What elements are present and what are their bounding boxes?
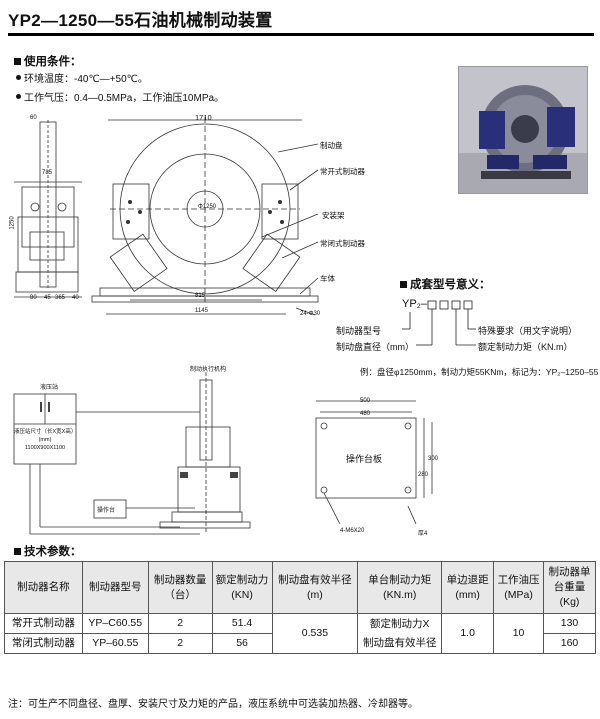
product-photo <box>458 66 588 194</box>
hydraulic-station-label: 液压站 <box>40 385 59 391</box>
cell-retreat: 1.0 <box>441 613 495 654</box>
square-bullet-icon <box>400 280 407 288</box>
header-qty: 制动器数量（台） <box>147 561 213 614</box>
dim-45: 45 <box>44 295 51 301</box>
plate-label: 操作台板 <box>346 454 383 464</box>
header-pressure: 工作油压(MPa) <box>493 561 545 614</box>
plate-dim-500: 500 <box>360 398 371 404</box>
cell-name: 常闭式制动器 <box>4 633 83 654</box>
hydraulic-size-block: 液压站尺寸（长X宽X高） (mm) 1100X900X1100 <box>14 428 76 452</box>
brake-photo-illustration <box>459 67 587 193</box>
header-force: 额定制动力(KN) <box>211 561 273 614</box>
cell-model: YP–C60.55 <box>81 613 149 634</box>
plate-dim-300: 300 <box>428 456 439 462</box>
cell-pressure: 10 <box>493 613 545 654</box>
model-meaning-heading: 成套型号意义： <box>400 276 491 292</box>
cell-qty: 2 <box>147 613 213 634</box>
hydraulic-size-label: 液压站尺寸（长X宽X高） <box>14 429 77 435</box>
cell-force: 51.4 <box>211 613 273 634</box>
header-name: 制动器名称 <box>4 561 83 614</box>
mechanism-label: 制动执行机构 <box>190 367 227 373</box>
dim-1250: 1250 <box>9 216 16 230</box>
bullet-icon <box>16 94 21 99</box>
table-row: 常闭式制动器 YP–60.55 2 56 160 <box>4 633 596 654</box>
dim-center-diameter: Φ1250 <box>198 204 217 210</box>
bullet-icon <box>16 75 21 80</box>
cell-weight: 160 <box>543 633 596 654</box>
dim-785: 785 <box>42 170 53 176</box>
specs-heading: 技术参数： <box>14 543 82 559</box>
plate-thickness: 厚4 <box>418 531 428 537</box>
footnote: 注：可生产不同盘径、盘厚、安装尺寸及力矩的产品，液压系统中可选装加热器、冷却器等… <box>8 699 418 710</box>
label-torque: 额定制动力矩（KN.m） <box>478 342 573 352</box>
callout-normally-closed: 常闭式制动器 <box>320 239 365 248</box>
dim-60: 60 <box>30 115 37 121</box>
condition-pressure: 工作气压：0.4—0.5MPa，工作油压10MPa。 <box>16 89 224 104</box>
header-weight: 制动器单台重量(Kg) <box>543 561 596 614</box>
cell-torque: 额定制动力X 制动盘有效半径 <box>357 613 443 654</box>
condition-text: 环境温度：-40℃—+50℃。 <box>24 74 148 85</box>
hydraulic-system-drawing <box>13 372 251 535</box>
cell-force: 56 <box>211 633 273 654</box>
square-bullet-icon <box>14 547 21 555</box>
callout-brake-disc: 制动盘 <box>320 141 343 150</box>
table-row: 常开式制动器 YP–C60.55 2 51.4 0.535 额定制动力X 制动盘… <box>4 613 596 654</box>
dim-365: 365 <box>55 295 66 301</box>
dim-1145: 1145 <box>195 308 208 314</box>
label-special: 特殊要求（用文字说明） <box>478 326 578 336</box>
title-rule <box>8 33 594 36</box>
dim-40: 40 <box>72 295 79 301</box>
specs-table: 制动器名称 制动器型号 制动器数量（台） 额定制动力(KN) 制动盘有效半径(m… <box>4 561 596 654</box>
dim-80: 80 <box>30 295 37 301</box>
specs-header-row: 制动器名称 制动器型号 制动器数量（台） 额定制动力(KN) 制动盘有效半径(m… <box>4 561 596 614</box>
plate-dim-480: 480 <box>360 411 371 417</box>
plate-holes: 4-M6X20 <box>340 528 365 534</box>
main-technical-drawing <box>14 117 319 316</box>
cell-name: 常开式制动器 <box>4 613 83 634</box>
cell-qty: 2 <box>147 633 213 654</box>
dim-1710: 1710 <box>195 113 212 122</box>
plate-dim-280: 280 <box>418 472 429 478</box>
model-example: 例：盘径φ1250mm，制动力矩55KNm，标记为：YP₂–1250–55 <box>360 367 599 377</box>
conditions-heading-text: 使用条件： <box>24 56 82 68</box>
console-plate-drawing <box>315 400 433 525</box>
console-label: 操作台 <box>97 508 116 514</box>
callout-mounting-frame: 安装架 <box>322 211 345 220</box>
cell-model: YP–60.55 <box>81 633 149 654</box>
model-meaning-heading-text: 成套型号意义： <box>410 279 491 291</box>
hydraulic-size-value: 1100X900X1100 <box>24 445 66 451</box>
header-radius: 制动盘有效半径(m) <box>271 561 359 614</box>
label-diameter: 制动盘直径（mm） <box>336 342 414 352</box>
model-code-prefix: YP₂– <box>402 298 428 310</box>
model-code-diagram <box>402 300 476 346</box>
cell-weight: 130 <box>543 613 596 634</box>
callout-normally-open: 常开式制动器 <box>320 167 365 176</box>
callout-vehicle-body: 车体 <box>320 274 335 283</box>
condition-temperature: 环境温度：-40℃—+50℃。 <box>16 70 148 85</box>
page-title: YP2—1250—55石油机械制动装置 <box>8 11 273 30</box>
square-bullet-icon <box>14 57 21 65</box>
header-model: 制动器型号 <box>81 561 149 614</box>
cell-radius: 0.535 <box>271 613 359 654</box>
dim-holes: 24-Φ30 <box>300 311 321 317</box>
hydraulic-size-unit: (mm) <box>38 437 52 443</box>
dim-815: 815 <box>195 293 206 299</box>
conditions-heading: 使用条件： <box>14 53 82 69</box>
condition-text: 工作气压：0.4—0.5MPa，工作油压10MPa。 <box>24 93 225 104</box>
header-torque: 单台制动力矩(KN.m) <box>357 561 443 614</box>
specs-heading-text: 技术参数： <box>24 546 82 558</box>
header-retreat: 单边退距(mm) <box>441 561 495 614</box>
label-model: 制动器型号 <box>336 326 382 336</box>
